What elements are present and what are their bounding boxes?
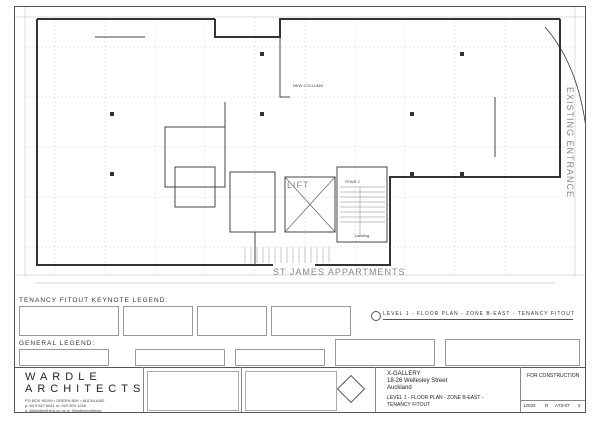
general-legend-box-5 [445,339,580,366]
company-address-2: p: 64 9 817 6611 m: 029 303 1248 [25,403,86,408]
general-legend-box-3 [235,349,325,366]
company-address-3: e: AWardle@xtra.co.nz w: Wardlearchitect… [25,408,102,413]
project-sheet-2: TENANCY FITOUT [387,402,431,408]
divider-3 [375,367,376,412]
keynote-legend-box-4 [271,306,351,336]
sheet-info-divider [520,400,585,401]
entrance-label: EXISTING ENTRANCE [565,87,575,198]
landing-label: Landing [355,233,369,238]
project-sheet-1: LEVEL 1 - FLOOR PLAN - ZONE B-EAST - [387,395,484,401]
collumn-label: NEW COLLUMN [293,83,323,88]
general-legend-box-1 [19,349,109,366]
lift-label: LIFT [287,180,310,190]
project-address: 18-26 Wellesley Street [387,378,448,384]
title-block [15,367,585,412]
floor-plan: LIFT STAIR 2 NEW COLLUMN Landing ST JAME… [15,7,585,284]
sheet-title: LEVEL 1 - FLOOR PLAN - ZONE B-EAST - TEN… [383,311,575,317]
general-legend-box-2 [135,349,225,366]
divider-4 [520,367,521,412]
drawing-number: A73-07 [555,403,570,408]
drawing-sheet: LIFT STAIR 2 NEW COLLUMN Landing ST JAME… [14,6,586,413]
company-name-line1: WARDLE [25,371,102,383]
company-address-1: PO BOX 90199 • GREEN BAY • AUCKLAND [25,398,105,403]
company-name-line2: ARCHITECTS [25,383,146,395]
keynote-legend-box-1 [19,306,119,336]
keynote-legend-box-2 [123,306,193,336]
project-city: Auckland [387,385,412,391]
job-number: 12033 [523,403,536,408]
project-name: X-GALLERY [387,371,421,377]
general-legend-title: GENERAL LEGEND: [19,340,96,347]
sheet-title-underline [383,319,573,320]
rev-label: R [545,403,549,408]
sheet-title-marker [371,311,381,321]
disclaimer-box [147,371,239,411]
general-legend-box-4 [335,339,435,366]
status-label: FOR CONSTRUCTION [527,373,580,379]
divider-2 [241,367,242,412]
stair-label: STAIR 2 [345,179,361,184]
divider-1 [143,367,144,412]
revision-number: 2 [578,403,581,408]
street-label: ST JAMES APPARTMENTS [273,267,406,277]
keynote-legend-box-3 [197,306,267,336]
revision-table [245,371,337,411]
keynote-legend-title: TENANCY FITOUT KEYNOTE LEGEND: [19,297,169,304]
